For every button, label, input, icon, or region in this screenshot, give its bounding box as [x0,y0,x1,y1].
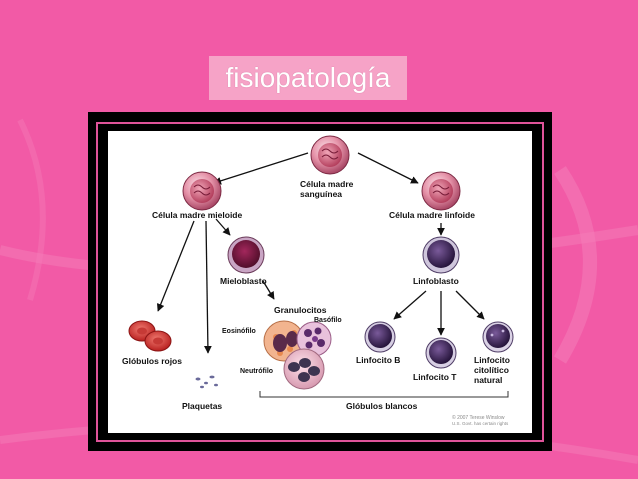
red-cells-label: Glóbulos rojos [122,356,182,366]
arrow-lymphoblast-to-nk [455,290,485,320]
stem-cell [310,135,350,175]
credit-line-1: © 2007 Terese Winslow [452,414,505,421]
arrow-myeloblast-to-granulocytes [262,280,275,300]
basophil-label: Basófilo [314,317,342,324]
myeloblast-label: Mieloblasto [220,276,267,286]
title-box: fisiopatología [209,56,407,100]
myeloid-stem-cell [182,171,222,211]
slide-title: fisiopatología [225,62,391,93]
arrow-lymphoblast-to-b [393,290,427,320]
neutrophil-cell [283,348,325,390]
platelets-label: Plaquetas [182,401,222,411]
myeloid-label: Célula madre mieloide [152,210,242,220]
arrow-myeloid-to-red [156,220,195,312]
b-cell-label: Linfocito B [356,355,400,365]
basophil-cell [296,321,332,357]
stem-cell-label-2: sanguínea [300,189,342,199]
eosinophil-label: Eosinófilo [222,328,256,335]
lymphoid-stem-cell [421,171,461,211]
platelets [195,375,218,389]
lymphoblast-label: Linfoblasto [413,276,459,286]
credit-line-2: U.S. Govt. has certain rights [452,421,509,426]
t-cell-label: Linfocito T [413,372,457,382]
eosinophil-cell [263,320,305,362]
flow-arrows [156,152,485,354]
myeloblast-cell [227,236,265,274]
arrow-stem-to-lymphoid [357,152,419,184]
arrow-myeloid-to-myeloblast [215,218,231,236]
nk-cell-label-2: citolítico [474,365,509,375]
granulocytes-label: Granulocitos [274,305,327,315]
nk-lymphocyte [482,321,514,353]
arrow-stem-to-myeloid [213,152,309,185]
nk-cell-label-3: natural [474,375,502,385]
lymphoblast-cell [422,236,460,274]
hematopoiesis-diagram: Célula madre sanguínea Célula madre miel… [108,131,532,433]
image-frame-border [96,122,544,442]
red-blood-cells [128,320,172,352]
stem-cell-label-1: Célula madre [300,179,354,189]
nk-cell-label-1: Linfocito [474,355,510,365]
lymphoid-label: Célula madre linfoide [389,210,475,220]
white-cells-bracket [259,391,509,398]
white-cells-label: Glóbulos blancos [346,401,418,411]
t-lymphocyte [425,337,457,369]
neutrophil-label: Neutrófilo [240,368,273,375]
b-lymphocyte [364,321,396,353]
diagram-svg: Célula madre sanguínea Célula madre miel… [122,135,514,426]
arrow-myeloid-to-platelets [203,220,212,354]
